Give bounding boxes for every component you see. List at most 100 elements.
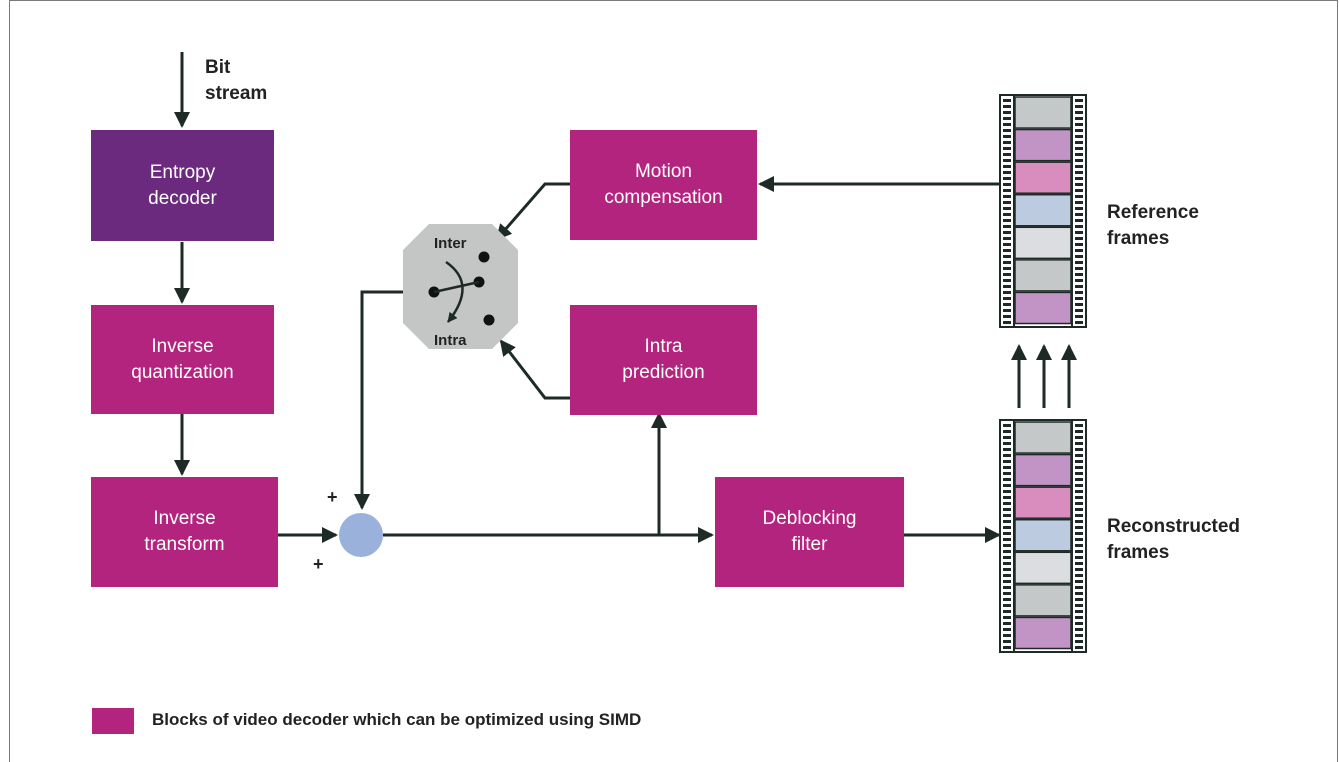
adder-plus-bottom: + [313,554,324,574]
film-perforation [1003,201,1011,204]
film-perforation [1075,309,1083,312]
film-perforation [1003,261,1011,264]
film-perforation [1075,297,1083,300]
film-perforation [1003,117,1011,120]
film-perforation [1075,496,1083,499]
film-perforation [1003,622,1011,625]
film-perforation [1003,592,1011,595]
film-perforation [1075,430,1083,433]
film-perforation [1075,634,1083,637]
film-perforation [1075,165,1083,168]
film-perforation [1075,556,1083,559]
film-perforation [1003,291,1011,294]
film-perforation [1003,105,1011,108]
switch-inter-label: Inter [434,235,467,252]
film-perforation [1003,484,1011,487]
film-perforation [1075,502,1083,505]
film-perforation [1003,165,1011,168]
film-perforation [1075,460,1083,463]
film-perforation [1003,153,1011,156]
film-perforation [1003,237,1011,240]
film-frame [1014,616,1072,650]
film-perforation [1075,177,1083,180]
film-perforation [1075,478,1083,481]
film-perforation [1003,141,1011,144]
film-perforation [1075,213,1083,216]
film-perforation [1003,640,1011,643]
film-perforation [1003,249,1011,252]
film-perforation [1003,123,1011,126]
film-perforation [1075,117,1083,120]
legend-text: Blocks of video decoder which can be opt… [152,710,642,729]
film-perforation [1075,424,1083,427]
film-perforation [1003,321,1011,324]
film-frame [1014,551,1072,585]
film-perforation [1003,610,1011,613]
film-perforation [1075,135,1083,138]
film-perforation [1003,508,1011,511]
film-perforation [1075,285,1083,288]
film-perforation [1003,159,1011,162]
film-perforation [1075,646,1083,649]
inverse-transform-block: Inverse transform [91,477,278,587]
film-perforation [1075,231,1083,234]
film-perforation [1075,448,1083,451]
film-perforation [1003,556,1011,559]
film-perforation [1003,466,1011,469]
film-perforation [1003,309,1011,312]
film-perforation [1075,580,1083,583]
film-perforation [1003,267,1011,270]
film-perforation [1075,243,1083,246]
film-perforation [1003,285,1011,288]
film-perforation [1075,261,1083,264]
film-perforation [1003,490,1011,493]
legend-swatch [92,708,134,734]
film-perforation [1003,580,1011,583]
film-perforation [1003,273,1011,276]
figure-frame [9,0,1338,762]
film-perforation [1075,315,1083,318]
inverse-quantization-block: Inverse quantization [91,305,274,414]
film-perforation [1075,153,1083,156]
film-perforation [1003,111,1011,114]
film-perforation [1075,111,1083,114]
film-perforation [1075,183,1083,186]
film-perforation [1075,273,1083,276]
reference-frames-label: Reference frames [1107,202,1199,249]
film-perforation [1003,315,1011,318]
film-perforation [1075,436,1083,439]
adder-circle [339,513,383,557]
reconstructed-frames-film [999,419,1087,653]
film-perforation [1003,478,1011,481]
film-perforation [1003,177,1011,180]
film-perforation [1075,303,1083,306]
film-frame [1014,128,1072,162]
film-perforation [1075,321,1083,324]
film-perforation [1075,514,1083,517]
film-perforation [1003,646,1011,649]
film-perforation [1003,532,1011,535]
film-perforation [1075,129,1083,132]
film-perforation [1075,508,1083,511]
film-perforation [1075,141,1083,144]
film-perforation [1003,99,1011,102]
film-perforation [1003,243,1011,246]
film-perforation [1003,604,1011,607]
film-perforation [1075,255,1083,258]
arrow-intra-to-switch [499,339,570,400]
film-perforation [1003,502,1011,505]
film-perforation [1003,496,1011,499]
film-perforation [1003,213,1011,216]
film-perforation [1075,442,1083,445]
film-perforation [1003,628,1011,631]
film-perforation [1075,147,1083,150]
film-perforation [1075,195,1083,198]
film-perforation [1075,490,1083,493]
film-perforation [1075,123,1083,126]
film-perforation [1003,574,1011,577]
reconstructed-frames-label: Reconstructed frames [1107,516,1241,563]
film-perforation [1075,454,1083,457]
film-perforation [1075,249,1083,252]
film-frame [1014,453,1072,487]
film-frame [1014,161,1072,194]
